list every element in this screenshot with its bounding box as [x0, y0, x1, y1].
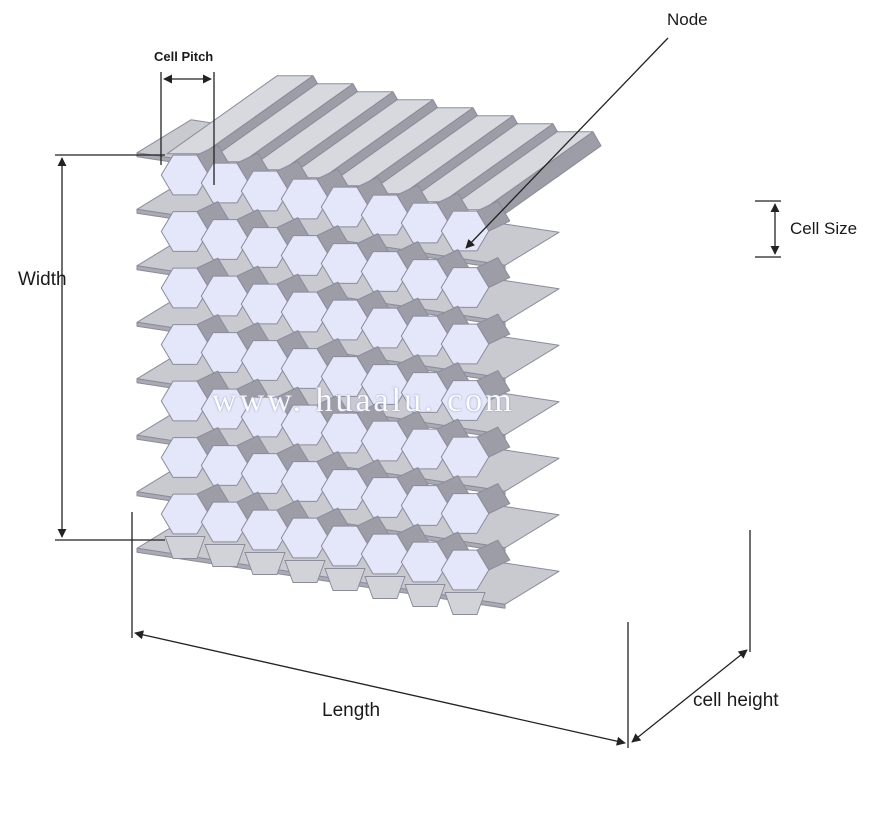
dimension-lines — [55, 37, 781, 748]
hex-cell — [280, 291, 330, 333]
hex-cell — [240, 227, 290, 268]
bottom-ridge — [444, 592, 486, 615]
watermark-text: www. huaalu. com — [212, 382, 515, 419]
hex-cell — [240, 170, 290, 212]
hex-cell — [440, 267, 490, 308]
hex-cell — [320, 243, 370, 284]
hex-cell — [320, 525, 370, 567]
cell-pitch-label: Cell Pitch — [154, 49, 214, 64]
hex-cell — [360, 194, 410, 236]
hex-cell — [240, 453, 290, 494]
cell-size-label: Cell Size — [790, 219, 858, 238]
hex-cell — [160, 154, 210, 196]
hex-cell — [320, 469, 370, 510]
hex-cell — [440, 493, 490, 534]
hex-cell — [400, 315, 450, 357]
hex-cell — [240, 340, 290, 381]
hex-cell — [200, 162, 250, 204]
hex-cell — [280, 348, 330, 389]
bottom-ridge — [404, 584, 446, 607]
hex-cell — [160, 437, 210, 478]
hex-cell — [200, 275, 250, 317]
hex-cell — [440, 323, 490, 365]
width-label: Width — [18, 269, 67, 290]
bottom-ridge — [324, 568, 366, 591]
hex-cell — [280, 404, 330, 446]
hex-cell — [280, 461, 330, 502]
hex-cell — [160, 211, 210, 252]
bottom-ridge — [364, 576, 406, 599]
hex-cell — [320, 356, 370, 397]
hex-cell — [400, 372, 450, 413]
hex-cell — [160, 380, 210, 422]
hex-cell — [360, 533, 410, 575]
hex-cell — [400, 259, 450, 300]
hex-cell — [200, 445, 250, 486]
hex-cell — [160, 267, 210, 309]
hex-cell — [440, 436, 490, 478]
hex-cell — [400, 541, 450, 583]
bottom-ridge — [284, 560, 326, 583]
hex-cell — [360, 251, 410, 292]
hex-cell — [360, 477, 410, 518]
bottom-ridge — [244, 552, 286, 575]
bottom-ridge — [204, 544, 246, 567]
length-label: Length — [322, 700, 381, 721]
length-dimension-line — [134, 630, 626, 746]
hex-cell — [440, 380, 490, 421]
hex-cell — [280, 235, 330, 276]
hex-cell — [280, 178, 330, 220]
hex-cell — [200, 501, 250, 543]
hex-cell — [440, 549, 490, 591]
hex-cell — [240, 283, 290, 325]
hex-cell — [400, 202, 450, 244]
hex-cell — [320, 299, 370, 341]
hex-cell — [200, 388, 250, 430]
hex-cell — [360, 364, 410, 405]
cell-height-label: cell height — [693, 690, 779, 711]
hex-cell — [160, 324, 210, 365]
bottom-ridge — [164, 536, 206, 559]
hex-cell — [360, 420, 410, 462]
cell-height-dimension-line — [631, 649, 748, 743]
hex-cell — [440, 210, 490, 252]
hex-cell — [360, 307, 410, 349]
hex-cell — [240, 509, 290, 551]
hex-cell — [160, 493, 210, 535]
hex-cell — [400, 428, 450, 470]
node-leader-line — [465, 37, 669, 249]
hexagonal-cells — [160, 144, 511, 615]
hex-cell — [280, 517, 330, 559]
hex-cell — [200, 332, 250, 373]
hex-cell — [400, 485, 450, 526]
hex-cell — [320, 412, 370, 454]
hex-cell — [320, 186, 370, 228]
node-label: Node — [667, 10, 708, 29]
hex-cell — [200, 219, 250, 260]
hex-cell — [240, 396, 290, 438]
